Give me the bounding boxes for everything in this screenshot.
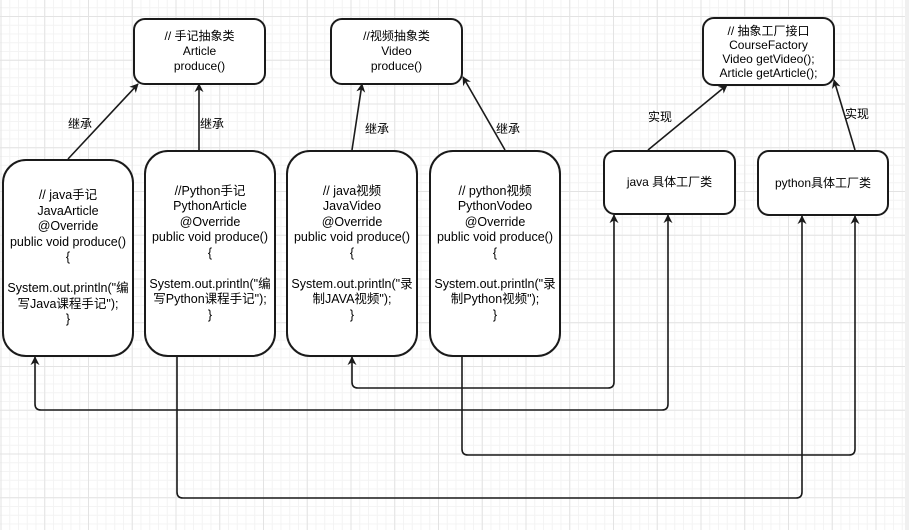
node-python-factory-label: python具体工厂类 [774,175,872,190]
edge-label-inherit-4: 继承 [496,122,521,136]
scrollbar[interactable] [905,0,909,530]
node-course-factory-interface-text: // 抽象工厂接口 CourseFactory Video getVideo()… [719,23,818,80]
node-python-video[interactable]: // python视频 PythonVodeo @Override public… [429,150,561,357]
node-java-article-text: // java手记 JavaArticle @Override public v… [7,188,129,327]
edge-label-implement-2: 实现 [845,107,870,121]
node-java-article[interactable]: // java手记 JavaArticle @Override public v… [2,159,134,357]
node-video-abstract[interactable]: //视频抽象类 Video produce() [330,18,463,85]
node-video-abstract-text: //视频抽象类 Video produce() [363,29,430,73]
edge-java-video-to-video[interactable] [351,83,366,151]
node-java-factory-label: java 具体工厂类 [626,175,713,189]
node-java-factory[interactable]: java 具体工厂类 [603,150,736,215]
edge-python-video-to-video[interactable] [462,76,506,151]
node-python-article-text: //Python手记 PythonArticle @Override publi… [149,183,271,322]
node-java-video-text: // java视频 JavaVideo @Override public voi… [291,183,413,322]
edge-label-inherit-2: 继承 [200,117,225,131]
edge-label-implement-1: 实现 [648,110,673,124]
edge-label-inherit-3: 继承 [365,122,390,136]
node-python-video-text: // python视频 PythonVodeo @Override public… [434,183,556,322]
node-article-abstract[interactable]: // 手记抽象类 Article produce() [133,18,266,85]
node-java-video[interactable]: // java视频 JavaVideo @Override public voi… [286,150,418,357]
node-python-factory[interactable]: python具体工厂类 [757,150,889,216]
node-course-factory-interface[interactable]: // 抽象工厂接口 CourseFactory Video getVideo()… [702,17,835,86]
node-article-abstract-text: // 手记抽象类 Article produce() [164,29,235,73]
edge-label-inherit-1: 继承 [68,117,93,131]
node-python-article[interactable]: //Python手记 PythonArticle @Override publi… [144,150,276,357]
